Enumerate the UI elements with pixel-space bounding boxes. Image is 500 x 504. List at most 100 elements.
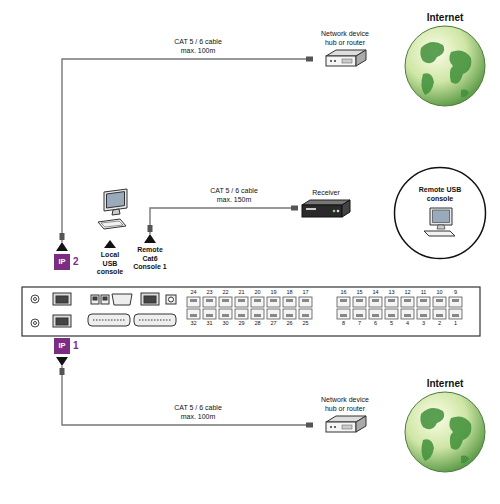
device-label: Network device hub or router xyxy=(315,30,375,47)
cable-line xyxy=(62,59,313,242)
port-notch xyxy=(254,299,261,302)
port-notch xyxy=(238,314,245,317)
receiver-box: Receiver xyxy=(300,188,352,219)
router-icon xyxy=(322,414,368,436)
local-pc-icon xyxy=(98,189,127,229)
console-label: Local USB console xyxy=(94,251,126,277)
port-number: 24 xyxy=(187,289,201,296)
rj45-port xyxy=(401,297,414,307)
port-number: 6 xyxy=(369,320,383,327)
rj45-port xyxy=(337,309,350,319)
rj45-port xyxy=(267,309,280,319)
port-notch xyxy=(190,299,197,302)
rj45-port xyxy=(251,309,264,319)
rj45-port xyxy=(299,309,312,319)
port-notch xyxy=(286,314,293,317)
port-number: 30 xyxy=(219,320,233,327)
port-notch xyxy=(436,299,443,302)
port-notch xyxy=(270,314,277,317)
rj45-port xyxy=(417,309,430,319)
port-number: 2 xyxy=(73,256,79,268)
port-number: 4 xyxy=(401,320,415,327)
cable-plug xyxy=(306,57,313,62)
port-number: 26 xyxy=(283,320,297,327)
cable-plug xyxy=(60,368,65,375)
port-number: 16 xyxy=(337,289,351,296)
port-notch xyxy=(356,299,363,302)
cable-plug xyxy=(306,423,313,428)
port-notch xyxy=(420,314,427,317)
globe-icon xyxy=(403,24,487,108)
rj45-port xyxy=(219,297,232,307)
port-notch xyxy=(206,314,213,317)
port-number: 10 xyxy=(433,289,447,296)
port-number: 1 xyxy=(73,340,79,352)
console-label: Remote USB console xyxy=(412,186,468,203)
rj45-port xyxy=(369,309,382,319)
ip-badge: IP xyxy=(54,254,70,270)
rj45-port xyxy=(299,297,312,307)
port-notch xyxy=(420,299,427,302)
cable-plug xyxy=(148,225,153,232)
port-notch xyxy=(452,299,459,302)
rj45-port xyxy=(385,297,398,307)
port-number: 8 xyxy=(337,320,351,327)
port-notch xyxy=(302,299,309,302)
port-notch xyxy=(436,314,443,317)
cable-label: CAT 5 / 6 cable max. 150m xyxy=(203,187,265,204)
cable-label: CAT 5 / 6 cable max. 100m xyxy=(167,404,229,421)
port-arrow xyxy=(56,242,68,251)
globe-label: Internet xyxy=(400,378,490,390)
port-notch xyxy=(388,299,395,302)
port-number: 13 xyxy=(385,289,399,296)
port-notch xyxy=(404,299,411,302)
globe-label: Internet xyxy=(400,12,490,24)
port-number: 18 xyxy=(283,289,297,296)
screws xyxy=(31,295,39,327)
port-number: 17 xyxy=(299,289,313,296)
port-number: 22 xyxy=(219,289,233,296)
port-number: 1 xyxy=(449,320,463,327)
port-number: 2 xyxy=(433,320,447,327)
port-number: 7 xyxy=(353,320,367,327)
port-arrow xyxy=(56,357,68,366)
cable-line xyxy=(150,208,298,234)
port-number: 25 xyxy=(299,320,313,327)
port-notch xyxy=(372,299,379,302)
rj45-port xyxy=(449,309,462,319)
port-number: 27 xyxy=(267,320,281,327)
rj45-port xyxy=(433,309,446,319)
rj45-port xyxy=(235,297,248,307)
cable-plug xyxy=(291,206,298,211)
rj45-port xyxy=(203,297,216,307)
port-number: 15 xyxy=(353,289,367,296)
port-number: 9 xyxy=(449,289,463,296)
receiver-label: Receiver xyxy=(300,188,352,197)
internet-globe: Internet xyxy=(400,12,490,108)
console-ports xyxy=(88,293,176,326)
router-icon xyxy=(322,48,368,70)
rj45-port xyxy=(449,297,462,307)
port-notch xyxy=(254,314,261,317)
rj45-port xyxy=(235,309,248,319)
ip-port-badge: IP2 xyxy=(54,242,79,270)
rj45-port xyxy=(187,297,200,307)
port-number: 14 xyxy=(369,289,383,296)
switch-housing xyxy=(22,287,480,336)
port-notch xyxy=(356,314,363,317)
port-number: 21 xyxy=(235,289,249,296)
badge-row: IP1 xyxy=(54,338,79,354)
rj45-port xyxy=(251,297,264,307)
rj45-port xyxy=(337,297,350,307)
port-number: 23 xyxy=(203,289,217,296)
port-notch xyxy=(206,299,213,302)
cable-label: CAT 5 / 6 cable max. 100m xyxy=(167,38,229,55)
port-number: 32 xyxy=(187,320,201,327)
rj45-port xyxy=(353,297,366,307)
port-notch xyxy=(190,314,197,317)
port-notch xyxy=(222,314,229,317)
port-notch xyxy=(388,314,395,317)
console-port: Remote Cat6 Console 1 xyxy=(130,234,170,272)
rj45-port xyxy=(203,309,216,319)
rj45-port xyxy=(369,297,382,307)
